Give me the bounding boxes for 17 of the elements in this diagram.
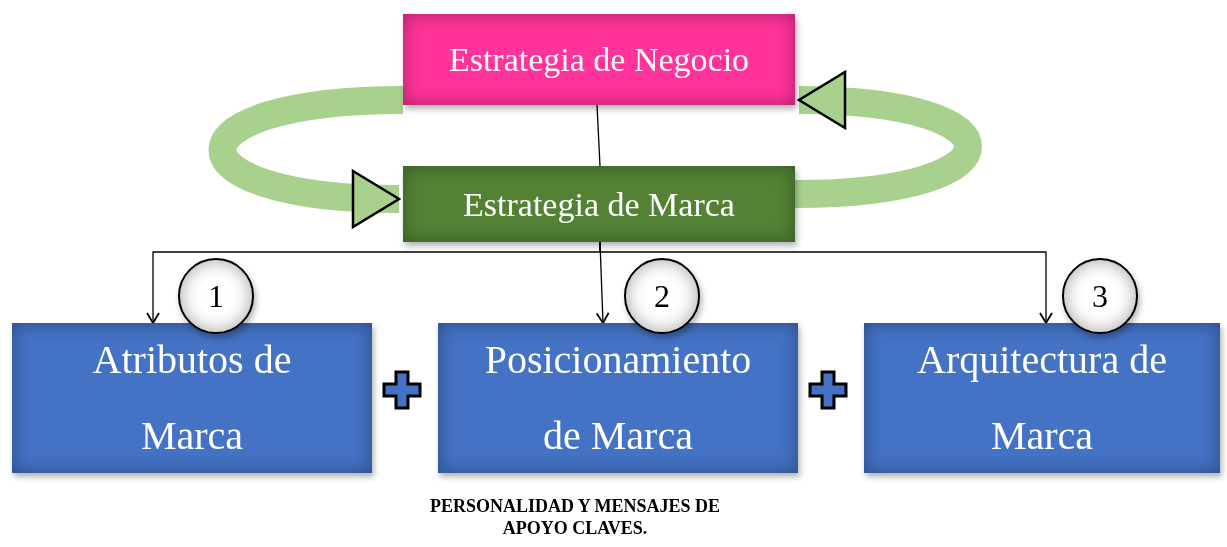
node-label: 2 xyxy=(654,277,670,316)
process-box xyxy=(403,14,795,105)
node-label: Posicionamiento de Marca xyxy=(483,336,753,460)
node-label: 1 xyxy=(208,277,224,316)
process-box xyxy=(403,166,795,242)
note-text: PERSONALIDAD Y MENSAJES DE APOYO CLAVES. xyxy=(428,496,722,540)
process-box xyxy=(12,323,372,473)
curved-arrow xyxy=(794,72,981,208)
process-box xyxy=(864,323,1220,473)
node-label: 3 xyxy=(1092,277,1108,316)
curved-arrow xyxy=(209,86,404,227)
node-label: Estrategia de Marca xyxy=(463,184,735,225)
node-label: Atributos de Marca xyxy=(91,336,293,460)
arrow xyxy=(599,241,1053,324)
node-label: Estrategia de Negocio xyxy=(448,40,750,80)
process-box xyxy=(438,323,798,473)
node-label: Arquitectura de Marca xyxy=(916,336,1168,460)
